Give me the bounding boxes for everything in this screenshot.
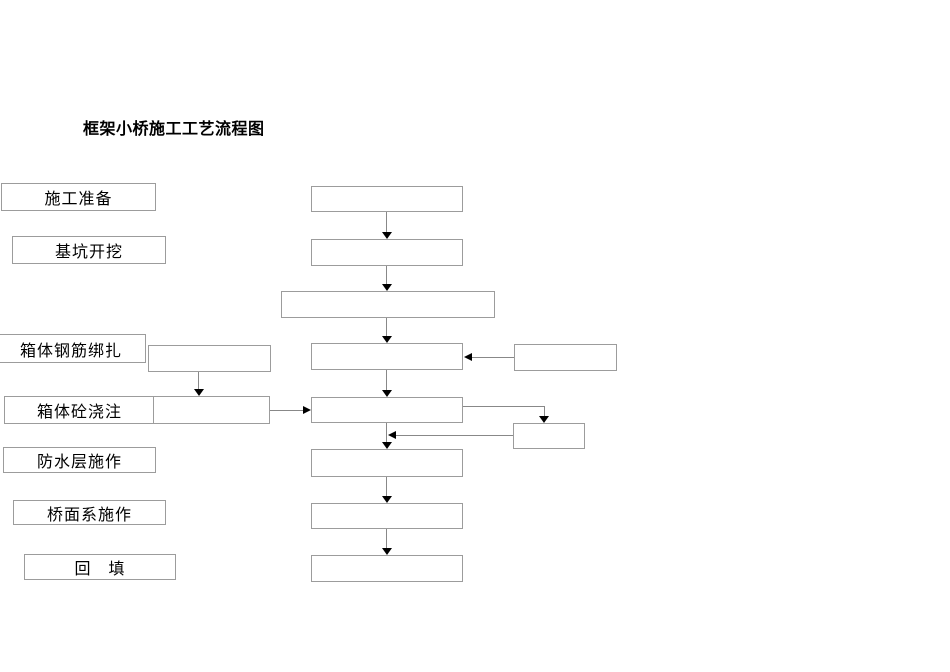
arrowhead-down-row5	[382, 442, 392, 449]
connector-row4-row5	[386, 423, 387, 442]
step-box-pit-excavation: 基坑开挖	[12, 236, 166, 264]
empty-flow-box-row2	[311, 239, 463, 266]
empty-flow-box-row5	[311, 449, 463, 477]
step-box-concrete-pouring: 箱体砼浇注	[4, 396, 155, 424]
empty-flow-box-row3	[311, 343, 463, 370]
connector-leftupper-leftlower	[198, 372, 199, 389]
empty-flow-box-row4	[311, 397, 463, 423]
connector-wide-row3	[386, 318, 387, 336]
arrowhead-down-row3	[382, 336, 392, 343]
connector-row4-rightlower-h	[463, 406, 545, 407]
empty-flow-box-row7	[311, 555, 463, 582]
connector-row6-row7	[386, 529, 387, 548]
arrowhead-down-row2	[382, 232, 392, 239]
empty-side-box-left-upper	[148, 345, 271, 372]
empty-flow-box-row6	[311, 503, 463, 529]
diagram-title: 框架小桥施工工艺流程图	[83, 121, 265, 138]
step-box-construction-preparation: 施工准备	[1, 183, 156, 211]
step-box-backfill: 回 填	[24, 554, 176, 580]
connector-row4-rightlower-v	[544, 406, 545, 416]
empty-side-box-left-lower	[153, 396, 270, 424]
connector-row5-row6	[386, 477, 387, 496]
connector-row2-wide	[386, 266, 387, 284]
connector-rightlower-feedback	[396, 435, 513, 436]
arrowhead-left-row3	[464, 353, 472, 361]
empty-side-box-right-lower	[513, 423, 585, 449]
connector-row3-row4	[386, 370, 387, 390]
arrowhead-down-row7	[382, 548, 392, 555]
connector-row1-row2	[386, 212, 387, 232]
arrowhead-right-row4	[303, 406, 311, 414]
arrowhead-left-feedback	[388, 431, 396, 439]
connector-rightupper-row3	[472, 357, 514, 358]
step-box-waterproof-layer: 防水层施作	[3, 447, 156, 473]
step-box-bridge-deck: 桥面系施作	[13, 500, 166, 525]
arrowhead-down-row6	[382, 496, 392, 503]
arrowhead-down-leftlower	[194, 389, 204, 396]
arrowhead-down-wide	[382, 284, 392, 291]
arrowhead-down-rightlower	[539, 416, 549, 423]
empty-flow-box-row1	[311, 186, 463, 212]
empty-side-box-right-upper	[514, 344, 617, 371]
empty-flow-box-wide	[281, 291, 495, 318]
step-box-rebar-binding: 箱体钢筋绑扎	[0, 334, 146, 363]
connector-leftlower-row4	[270, 410, 303, 411]
arrowhead-down-row4	[382, 390, 392, 397]
